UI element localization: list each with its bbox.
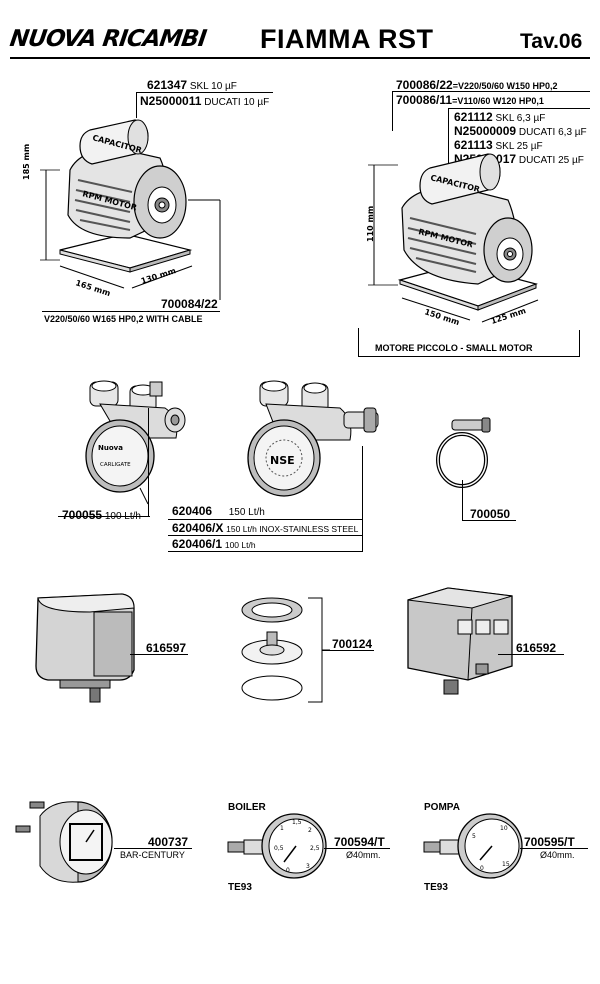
leader-line [114, 848, 192, 849]
gauge3-drawing: 0 5 10 15 [423, 813, 523, 879]
gauge2-tick: 1 [280, 825, 284, 832]
gauge2-tick: 2,5 [310, 845, 320, 852]
pressostat1-drawing [35, 593, 135, 703]
gauge1-code: 400737 [148, 835, 189, 849]
pump2-row2: 620406/X 150 Lt/h INOX-STAINLESS STEEL [172, 521, 359, 535]
pump1-label: 700055 100 Lt/h [62, 508, 141, 522]
motor-small-row1: 700086/22=V220/50/60 W150 HP0,2 [396, 78, 558, 92]
leader-line [136, 92, 137, 118]
leader-line [362, 446, 363, 552]
gauge1-drawing [15, 801, 113, 883]
leader-line [498, 654, 564, 655]
leader-line [136, 92, 273, 93]
motor-large-dim-h: 185 mm [22, 143, 31, 180]
leader-line [168, 519, 363, 520]
gauge2-tick: 0 [286, 867, 290, 874]
table-number: Tav.06 [520, 30, 583, 53]
leader-line [392, 91, 590, 92]
leader-line [168, 551, 363, 552]
leader-line [448, 108, 449, 166]
header-rule [10, 57, 590, 59]
motor-large-drawing: CAPACITOR RPM MOTOR 165 mm 130 mm [40, 119, 221, 300]
leader-line [448, 108, 590, 109]
leader-line [130, 654, 188, 655]
motor-small-row2: 700086/11=V110/60 W120 HP0,1 [396, 93, 544, 107]
gauge2-label: BOILER [228, 802, 266, 813]
pump2-row1: 620406 150 Lt/h [172, 504, 265, 518]
gauge2-tick: 1,5 [292, 819, 302, 826]
svg-text:130 mm: 130 mm [140, 266, 177, 286]
leader-line [462, 480, 463, 520]
motor-large-code: 700084/22 [161, 297, 218, 311]
motor-small-dim-h: 110 mm [366, 205, 375, 242]
leader-line [42, 311, 220, 312]
pressostat2-code: 616592 [516, 641, 557, 655]
motor-small-drawing: CAPACITOR RPM MOTOR 150 mm 125 mm [368, 153, 539, 327]
gauge3-desc: Ø40mm. [540, 850, 575, 860]
brand-logo: NUOVA RICAMBI [8, 26, 208, 52]
gauge1-desc: BAR-CENTURY [120, 850, 185, 860]
gauge2-tick: 0,5 [274, 845, 284, 852]
svg-text:150 mm: 150 mm [423, 307, 460, 327]
gauge2-code: 700594/T [334, 835, 385, 849]
pump1-drawing: Nuova CARLIGATE [85, 380, 186, 505]
gauge3-tick: 5 [472, 833, 476, 840]
gauge3-tick: 10 [500, 825, 508, 832]
svg-text:125 mm: 125 mm [490, 306, 527, 326]
motor-small-cap2: N25000009 DUCATI 6,3 µF [454, 124, 587, 138]
gauge3-tick: 0 [480, 865, 484, 872]
gauge2-desc: Ø40mm. [346, 850, 381, 860]
gaskets-code: 700124 [332, 637, 373, 651]
motor-large-desc: V220/50/60 W165 HP0,2 WITH CABLE [44, 314, 203, 324]
gauge3-code: 700595/T [524, 835, 575, 849]
leader-line [322, 650, 374, 651]
motor-small-cap1: 621112 SKL 6,3 µF [454, 110, 546, 124]
pump2-row3: 620406/1 100 Lt/h [172, 537, 256, 551]
leader-line [358, 356, 580, 357]
leader-line [324, 848, 390, 849]
pressostat2-drawing [407, 587, 513, 695]
leader-line [462, 520, 516, 521]
pump2-drawing: NSE [247, 380, 379, 497]
leader-line [148, 408, 149, 516]
gauge2-tick: 2 [308, 827, 312, 834]
page-title: FIAMMA RST [260, 24, 434, 54]
gauge3-tick: 15 [502, 861, 510, 868]
gaskets-drawing [241, 597, 303, 701]
leader-line [579, 330, 580, 357]
gauge3-label: POMPA [424, 802, 460, 813]
leader-line [358, 328, 359, 356]
motor-large-cap1: 621347 SKL 10 µF [147, 78, 237, 92]
leader-line [58, 516, 150, 517]
motor-large-cap2: N25000011 DUCATI 10 µF [140, 94, 270, 108]
leader-line [520, 848, 588, 849]
motor-small-caption: MOTORE PICCOLO - SMALL MOTOR [375, 343, 533, 353]
clamp-drawing [436, 417, 491, 488]
motor-small-cap3: 621113 SKL 25 µF [454, 138, 543, 152]
gauge2-bottom: TE93 [228, 882, 252, 893]
pump1-face-text2: CARLIGATE [100, 462, 131, 468]
gauge2-drawing: 0 0,5 1 1,5 2 2,5 3 [227, 813, 327, 879]
gaskets-bracket [308, 597, 330, 703]
leader-line [392, 91, 393, 131]
pressostat1-code: 616597 [146, 641, 187, 655]
pump1-face-text1: Nuova [98, 444, 123, 452]
leader-line [168, 535, 363, 536]
gauge3-bottom: TE93 [424, 882, 448, 893]
clamp-code: 700050 [470, 507, 511, 521]
gauge2-tick: 3 [306, 863, 310, 870]
pump2-face-text: NSE [270, 454, 295, 467]
